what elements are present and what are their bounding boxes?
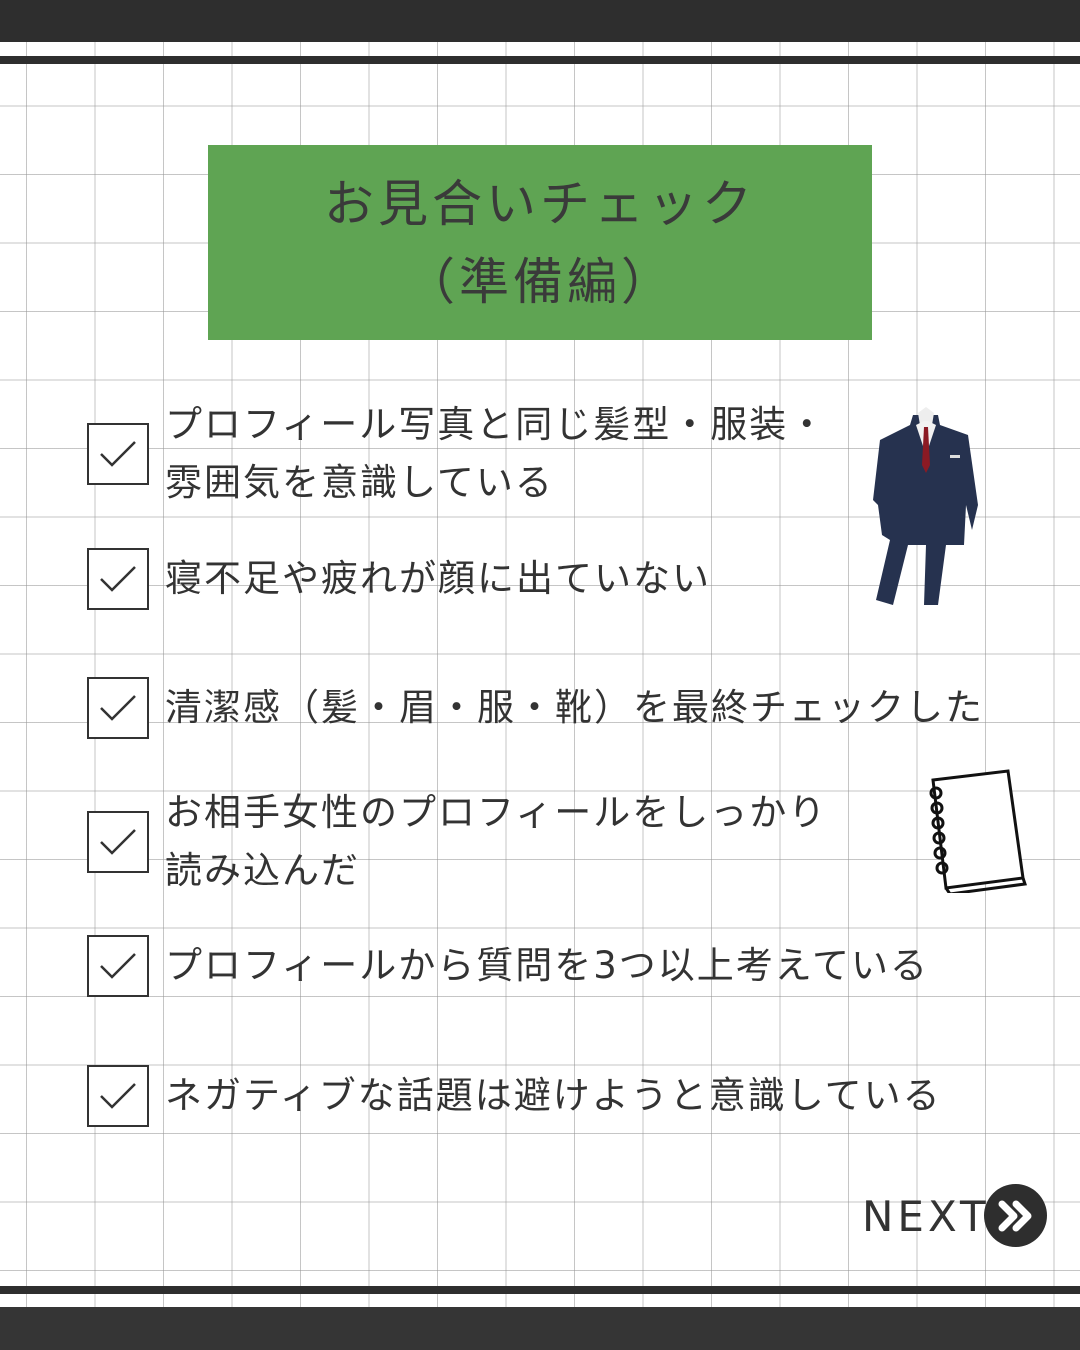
checklist-text: お相手女性のプロフィールをしっかり 読み込んだ [165,784,827,900]
checklist-text: 清潔感（髪・眉・服・靴）を最終チェックした [165,679,984,737]
checkbox[interactable] [87,677,149,739]
title-banner: お見合いチェック （準備編） [208,145,872,340]
checkbox[interactable] [87,811,149,873]
checkbox[interactable] [87,548,149,610]
checklist-item: 清潔感（髪・眉・服・靴）を最終チェックした [87,677,984,739]
checklist-item: ネガティブな話題は避けようと意識している [87,1065,942,1127]
checklist-line1: ネガティブな話題は避けようと意識している [165,1074,942,1117]
checkbox[interactable] [87,1065,149,1127]
checklist-line1: 清潔感（髪・眉・服・靴）を最終チェックした [165,686,984,729]
checklist-text: プロフィール写真と同じ髪型・服装・ 雰囲気を意識している [165,396,827,512]
checklist-item: お相手女性のプロフィールをしっかり 読み込んだ [87,784,827,900]
title-line1: お見合いチェック [324,174,756,233]
checklist-item: 寝不足や疲れが顔に出ていない [87,548,711,610]
checklist-line1: お相手女性のプロフィールをしっかり [165,791,828,834]
check-icon [100,953,136,979]
check-icon [100,829,136,855]
check-icon [100,441,136,467]
check-icon [100,1083,136,1109]
bottom-divider [0,1286,1080,1294]
checklist-text: プロフィールから質問を3つ以上考えている [165,937,929,995]
checklist-text: 寝不足や疲れが顔に出ていない [165,550,711,608]
bottom-bar [0,1307,1080,1350]
suit-illustration [873,407,978,605]
double-chevron-right-icon [998,1200,1031,1231]
checkbox[interactable] [87,935,149,997]
top-divider [0,56,1080,64]
notebook-icon [929,769,1027,893]
check-icon [100,566,136,592]
checklist-line2: 雰囲気を意識している [165,461,554,504]
checklist-text: ネガティブな話題は避けようと意識している [165,1067,942,1125]
checklist-line1: 寝不足や疲れが顔に出ていない [165,557,711,600]
title-line2: （準備編） [405,252,675,311]
checklist-item: プロフィールから質問を3つ以上考えている [87,935,929,997]
top-bar [0,0,1080,42]
checkbox[interactable] [87,423,149,485]
checklist-line1: プロフィール写真と同じ髪型・服装・ [165,403,828,446]
checklist-item: プロフィール写真と同じ髪型・服装・ 雰囲気を意識している [87,396,827,512]
next-button[interactable] [984,1184,1047,1247]
checklist-line1: プロフィールから質問を3つ以上考えている [165,944,929,987]
checklist-line2: 読み込んだ [165,849,360,892]
next-label[interactable]: NEXT [862,1192,990,1241]
check-icon [100,695,136,721]
